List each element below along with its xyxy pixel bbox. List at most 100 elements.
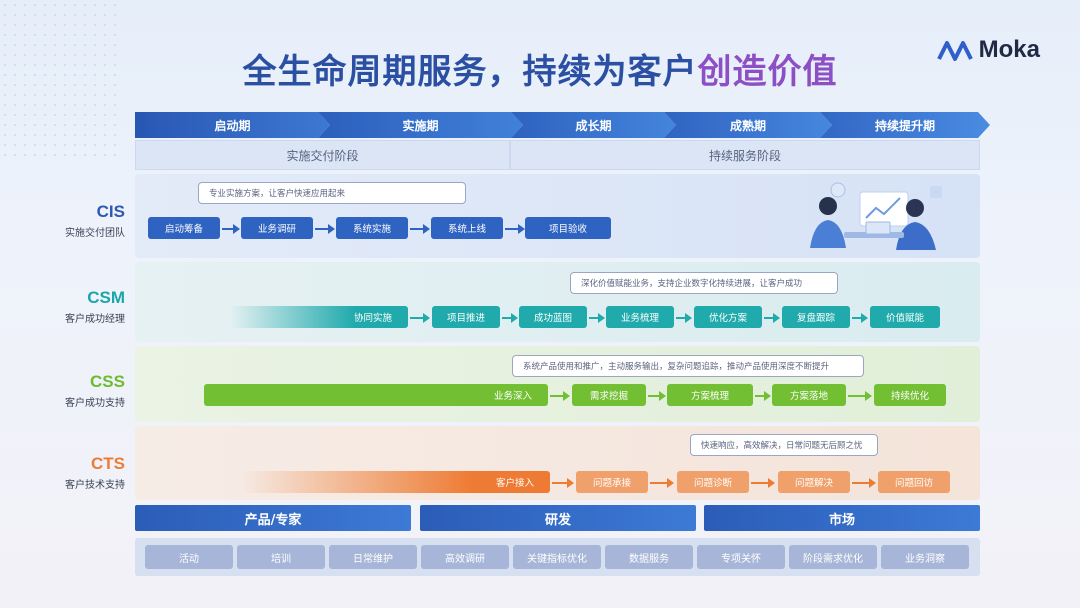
callout-text: 快速响应，高效解决，日常问题无后顾之忧: [701, 441, 863, 451]
cts-lead-bar: 客户接入: [240, 471, 550, 493]
logo-text: Moka: [978, 36, 1040, 63]
lead-label: 客户接入: [495, 478, 534, 489]
flow-arrow: [589, 313, 605, 323]
csm-step-2: 成功蓝图: [519, 306, 587, 328]
css-step-2: 方案梳理: [667, 384, 753, 406]
phase-3: 成长期: [511, 112, 676, 138]
css-row-label: CSS 客户成功支持: [20, 372, 125, 409]
step-label: 复盘跟踪: [796, 313, 835, 324]
moka-logo: Moka: [936, 36, 1040, 64]
csm-row-label: CSM 客户成功经理: [20, 288, 125, 325]
dept-marketing: 市场: [704, 505, 980, 531]
stage-label: 实施交付阶段: [286, 148, 359, 163]
callout-text: 专业实施方案，让客户快速应用起来: [209, 189, 346, 199]
step-label: 问题解决: [794, 478, 833, 489]
flow-arrow: [676, 313, 692, 323]
step-label: 业务调研: [257, 224, 296, 235]
flow-arrow: [222, 224, 240, 234]
row-code: CTS: [91, 454, 125, 473]
flow-arrow: [764, 313, 780, 323]
activity-item: 日常维护: [329, 545, 417, 569]
activity-label: 专项关怀: [721, 553, 761, 565]
page-title: 全生命周期服务，持续为客户创造价值: [0, 44, 1080, 93]
cts-step-3: 问题解决: [778, 471, 850, 493]
cts-step-4: 问题回访: [878, 471, 950, 493]
lead-label: 协同实施: [353, 313, 392, 324]
row-subtitle: 客户技术支持: [65, 480, 125, 491]
row-code: CSM: [87, 288, 125, 307]
cts-callout: 快速响应，高效解决，日常问题无后顾之忧: [690, 434, 878, 456]
step-label: 方案梳理: [690, 391, 729, 402]
activity-label: 活动: [179, 553, 199, 565]
step-label: 需求挖掘: [589, 391, 628, 402]
step-label: 问题诊断: [693, 478, 732, 489]
activity-label: 阶段需求优化: [803, 553, 863, 565]
csm-step-1: 项目推进: [432, 306, 500, 328]
css-lead-bar: 业务深入: [204, 384, 548, 406]
stage-delivery: 实施交付阶段: [135, 140, 510, 170]
cts-step-2: 问题诊断: [677, 471, 749, 493]
csm-step-4: 优化方案: [694, 306, 762, 328]
css-step-3: 方案落地: [772, 384, 846, 406]
step-label: 启动筹备: [164, 224, 203, 235]
flow-arrow: [505, 224, 525, 234]
flow-arrow: [550, 391, 570, 401]
activity-label: 培训: [271, 553, 291, 565]
flow-arrow: [751, 478, 775, 488]
step-label: 系统实施: [352, 224, 391, 235]
flow-arrow: [552, 478, 574, 488]
activity-item: 关键指标优化: [513, 545, 601, 569]
step-label: 系统上线: [447, 224, 486, 235]
flow-arrow: [410, 224, 430, 234]
phase-1: 启动期: [135, 112, 330, 138]
activity-item: 业务洞察: [881, 545, 969, 569]
css-callout: 系统产品使用和推广，主动服务输出，复杂问题追踪，推动产品使用深度不断提升: [512, 355, 864, 377]
callout-text: 深化价值赋能业务，支持企业数字化持续进展，让客户成功: [581, 279, 803, 289]
flow-arrow: [852, 478, 876, 488]
activity-item: 活动: [145, 545, 233, 569]
phase-label: 成长期: [575, 118, 612, 133]
activity-item: 培训: [237, 545, 325, 569]
activity-label: 高效调研: [445, 553, 485, 565]
dept-label: 产品/专家: [244, 512, 302, 528]
flow-arrow: [410, 313, 430, 323]
dept-label: 研发: [544, 512, 571, 528]
flow-arrow: [502, 313, 518, 323]
step-label: 项目验收: [548, 224, 587, 235]
team-meeting-illustration: [810, 182, 942, 250]
phase-label: 成熟期: [729, 118, 766, 133]
phase-5: 持续提升期: [820, 112, 990, 138]
flow-arrow: [755, 391, 771, 401]
csm-step-3: 业务梳理: [606, 306, 674, 328]
cts-step-1: 问题承接: [576, 471, 648, 493]
moka-logo-icon: [936, 41, 973, 61]
cis-step-5: 项目验收: [525, 217, 611, 239]
flow-arrow: [650, 478, 674, 488]
activity-item: 阶段需求优化: [789, 545, 877, 569]
phase-label: 实施期: [402, 118, 439, 133]
flow-arrow: [315, 224, 335, 234]
csm-row-background: [135, 262, 980, 342]
phase-4: 成熟期: [664, 112, 832, 138]
csm-step-6: 价值赋能: [870, 306, 940, 328]
cis-step-3: 系统实施: [336, 217, 408, 239]
dept-product-expert: 产品/专家: [135, 505, 411, 531]
activity-label: 业务洞察: [905, 553, 945, 565]
step-label: 方案落地: [789, 391, 828, 402]
cis-step-2: 业务调研: [241, 217, 313, 239]
step-label: 项目推进: [446, 313, 485, 324]
activity-label: 关键指标优化: [527, 553, 587, 565]
row-code: CSS: [90, 372, 125, 391]
step-label: 问题回访: [894, 478, 933, 489]
cis-step-4: 系统上线: [431, 217, 503, 239]
row-code: CIS: [96, 202, 125, 221]
cts-row-label: CTS 客户技术支持: [20, 454, 125, 491]
phase-label: 启动期: [214, 118, 251, 133]
phase-label: 持续提升期: [874, 118, 935, 133]
title-main-text: 全生命周期服务，持续为客户: [242, 52, 698, 92]
dot-pattern-decoration: [0, 0, 120, 160]
callout-text: 系统产品使用和推广，主动服务输出，复杂问题追踪，推动产品使用深度不断提升: [523, 362, 830, 372]
cis-callout: 专业实施方案，让客户快速应用起来: [198, 182, 466, 204]
activity-item: 数据服务: [605, 545, 693, 569]
activity-item: 高效调研: [421, 545, 509, 569]
